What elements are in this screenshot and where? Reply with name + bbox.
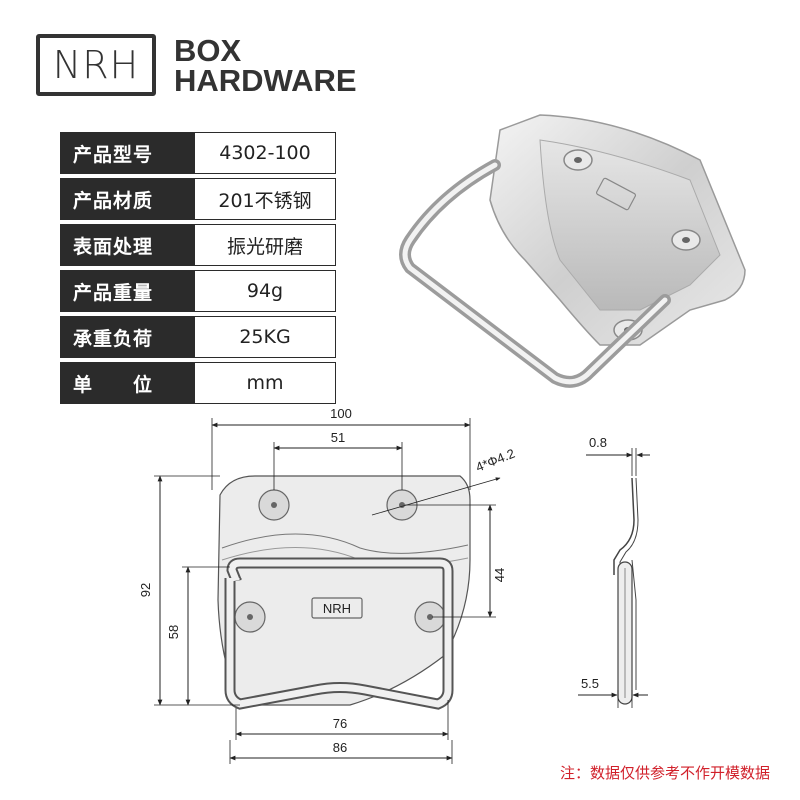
dim-wire: 5.5 <box>581 676 599 691</box>
spec-label: 表面处理 <box>60 224 194 266</box>
dim-hole-spec: 4*Φ4.2 <box>474 446 517 475</box>
brand-logo: NRH <box>36 34 156 96</box>
spec-row: 表面处理振光研磨 <box>60 224 336 266</box>
front-view: NRH <box>217 475 471 710</box>
spec-label: 产品材质 <box>60 178 194 220</box>
dim-height-total: 92 <box>138 583 153 597</box>
spec-label: 产品重量 <box>60 270 194 312</box>
brand-line-1: BOX <box>174 33 242 68</box>
footnote: 注：数据仅供参考不作开模数据 <box>559 764 770 782</box>
spec-value: 201不锈钢 <box>194 178 336 220</box>
side-view: 0.8 5.5 <box>578 435 650 708</box>
dim-handle-height: 58 <box>166 625 181 639</box>
spec-value: mm <box>194 362 336 404</box>
plate-logo-text: NRH <box>323 601 351 616</box>
spec-label: 产品型号 <box>60 132 194 174</box>
spec-label: 承重负荷 <box>60 316 194 358</box>
dim-hole-spacing: 51 <box>331 430 345 445</box>
dim-handle-inner: 76 <box>333 716 347 731</box>
spec-value: 94g <box>194 270 336 312</box>
dim-handle-outer: 86 <box>333 740 347 755</box>
spec-label: 单 位 <box>60 362 194 404</box>
brand-line-2: HARDWARE <box>174 63 357 98</box>
spec-value: 4302-100 <box>194 132 336 174</box>
plate-logo <box>311 597 363 619</box>
brand-mark: NRH <box>52 43 140 87</box>
spec-value: 25KG <box>194 316 336 358</box>
dim-thickness: 0.8 <box>589 435 607 450</box>
spec-value: 振光研磨 <box>194 224 336 266</box>
product-photo <box>399 114 746 388</box>
dim-vertical-hole: 44 <box>492 568 507 582</box>
dim-width-total: 100 <box>330 406 352 421</box>
brand-name: BOX HARDWARE <box>174 33 357 98</box>
